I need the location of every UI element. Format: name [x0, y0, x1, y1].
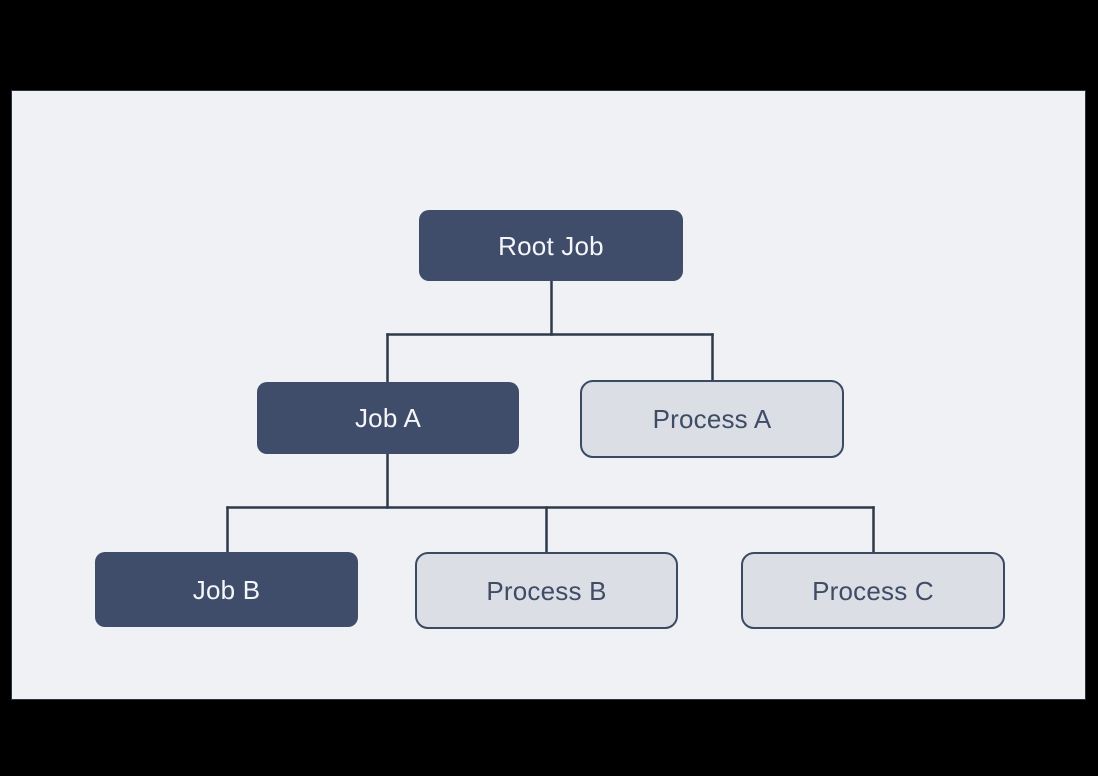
node-process-c-label: Process C [812, 575, 934, 606]
node-root-job[interactable]: Root Job [419, 210, 683, 281]
node-process-b[interactable]: Process B [415, 552, 678, 629]
node-process-b-label: Process B [486, 575, 607, 606]
node-job-a[interactable]: Job A [257, 382, 519, 454]
diagram-panel: Root Job Job A Process A Job B Process B… [11, 90, 1086, 700]
node-process-a-label: Process A [652, 404, 772, 434]
node-process-c[interactable]: Process C [741, 552, 1005, 629]
node-job-a-label: Job A [354, 403, 422, 433]
connector-layer [226, 279, 875, 554]
node-job-b-label: Job B [192, 574, 261, 605]
node-job-b[interactable]: Job B [95, 552, 358, 627]
node-process-a[interactable]: Process A [580, 380, 844, 458]
node-root-job-label: Root Job [498, 230, 604, 261]
